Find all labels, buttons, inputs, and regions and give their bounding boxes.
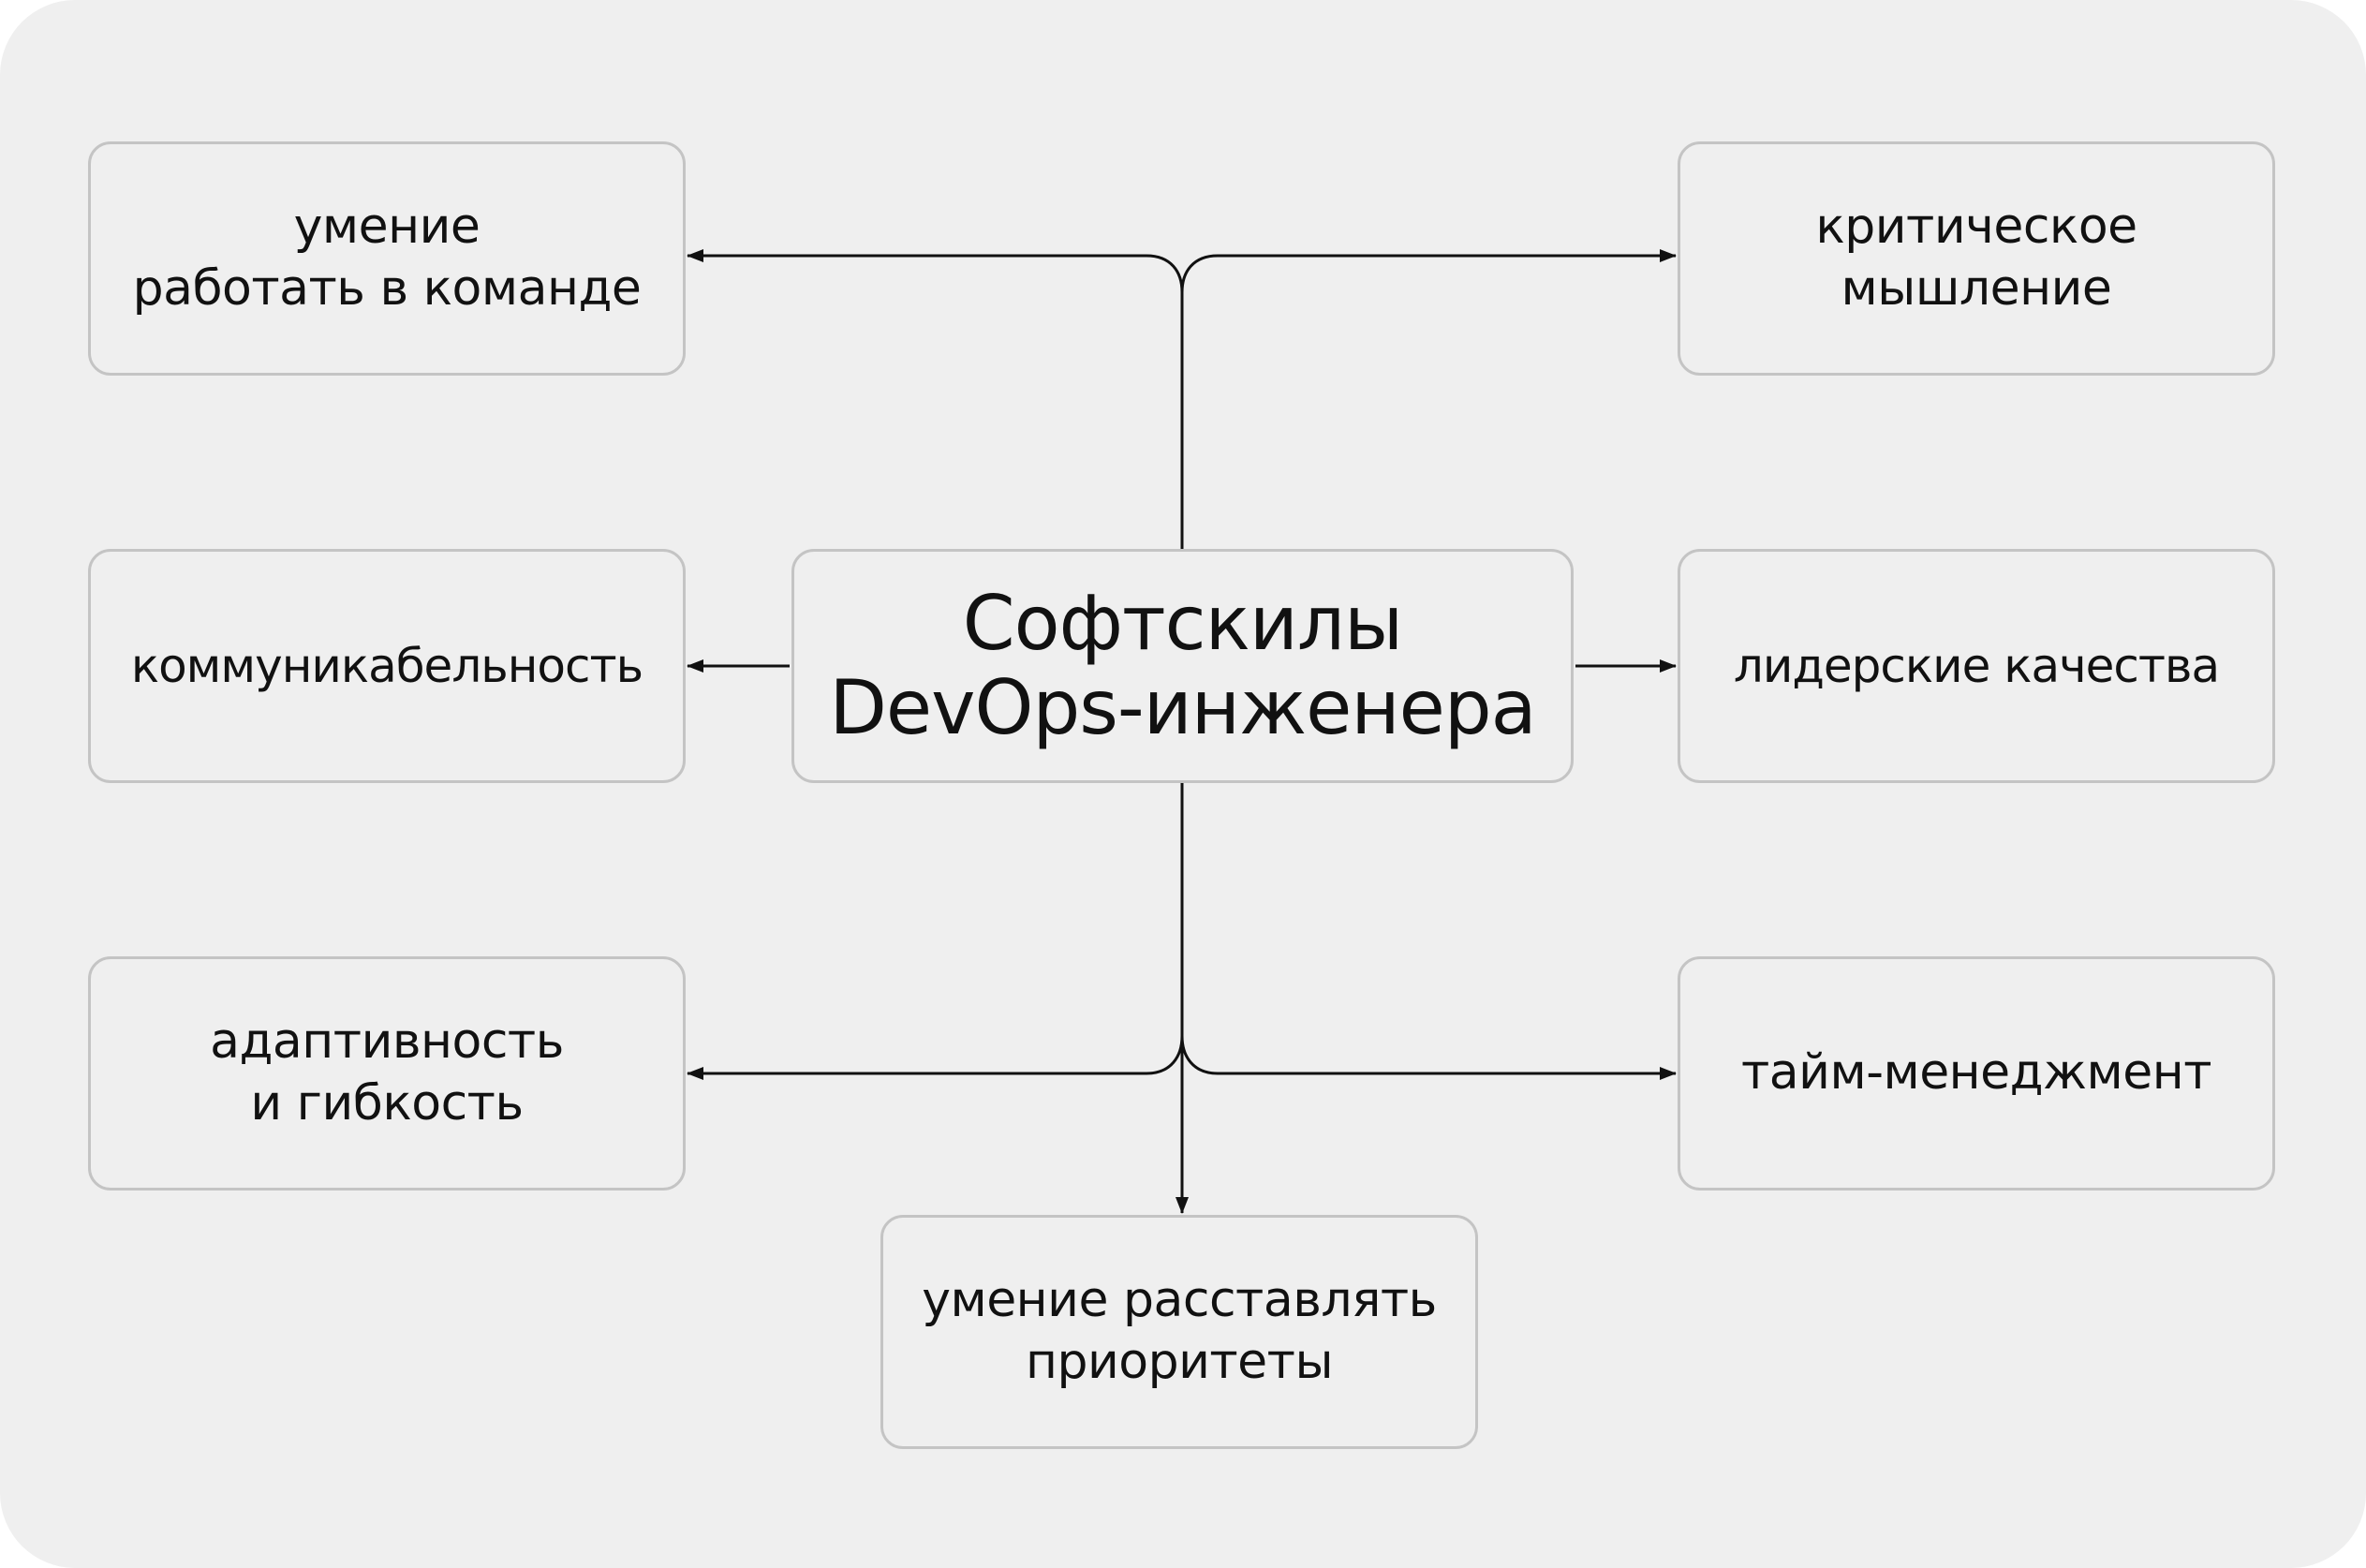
skill-label-line: приоритеты [1025, 1334, 1334, 1390]
skill-node-critical-thinking: критическое мышление [1678, 141, 2275, 376]
skill-label-line: адаптивность [210, 1013, 564, 1071]
central-topic-line: Софтскилы [962, 580, 1403, 668]
central-topic-node: Софтскилы DevOps-инженера [791, 549, 1574, 783]
skill-label-line: умение расставлять [922, 1272, 1437, 1329]
skill-label-line: мышление [1841, 260, 2112, 317]
teamwork-connector [687, 249, 1184, 293]
skill-label-line: лидерские качества [1733, 638, 2220, 693]
skill-node-leadership: лидерские качества [1678, 549, 2275, 783]
critical-thinking-connector [1180, 249, 1677, 293]
skill-label-line: критическое [1815, 199, 2137, 256]
skill-label-line: умение [293, 199, 481, 256]
skill-node-communication: коммуникабельность [88, 549, 686, 783]
skill-label-line: коммуникабельность [130, 638, 643, 693]
skill-node-prioritization: умение расставлять приоритеты [880, 1215, 1478, 1449]
skill-label-line: тайм-менеджмент [1741, 1044, 2211, 1102]
adaptability-connector [687, 1035, 1184, 1080]
skill-node-time-management: тайм-менеджмент [1678, 956, 2275, 1191]
skill-label-line: работать в команде [132, 260, 642, 317]
skill-label-line: и гибкость [250, 1075, 524, 1132]
skill-node-adaptability: адаптивность и гибкость [88, 956, 686, 1191]
skill-node-teamwork: умение работать в команде [88, 141, 686, 376]
time-management-connector [1180, 1035, 1677, 1080]
central-topic-line: DevOps-инженера [829, 664, 1536, 751]
